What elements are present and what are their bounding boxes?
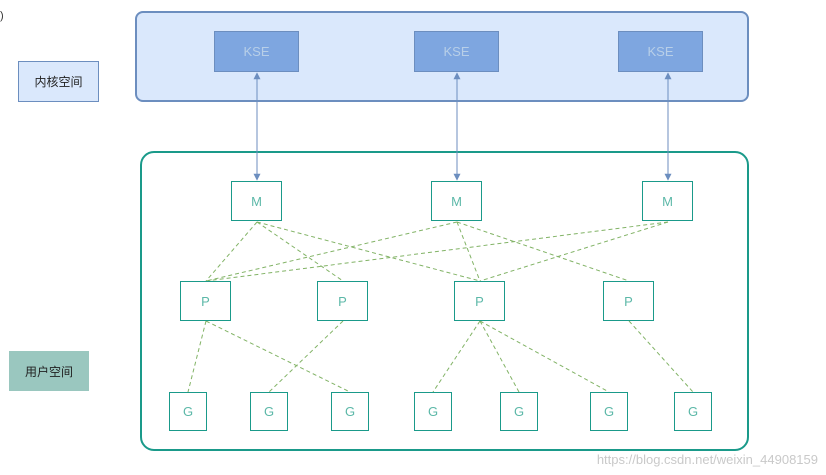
kse-node-1: KSE <box>214 31 299 72</box>
m1-p1-link <box>205 221 258 282</box>
m2-p3-link <box>456 221 481 282</box>
user-space-label: 用户空间 <box>9 351 89 391</box>
kse-node-2: KSE <box>414 31 499 72</box>
g-node-3: G <box>331 392 369 431</box>
p1-g3-link <box>205 320 351 393</box>
p2-g2-link <box>268 320 344 393</box>
p1-g1-link <box>187 320 207 393</box>
g-node-2: G <box>250 392 288 431</box>
g-node-5: G <box>500 392 538 431</box>
m-node-2: M <box>431 181 482 221</box>
p-node-1: P <box>180 281 231 321</box>
m1-p3-link <box>256 221 481 282</box>
m3-p3-link <box>479 221 669 282</box>
corner-mark: ) <box>0 10 4 22</box>
m3-p1-link <box>205 221 669 282</box>
g-node-7: G <box>674 392 712 431</box>
m-node-1: M <box>231 181 282 221</box>
p3-g6-link <box>479 320 610 393</box>
m-node-3: M <box>642 181 693 221</box>
watermark-text: https://blog.csdn.net/weixin_44908159 <box>596 452 818 467</box>
m2-p1-link <box>205 221 458 282</box>
p-node-4: P <box>603 281 654 321</box>
p3-g4-link <box>432 320 481 393</box>
p-node-3: P <box>454 281 505 321</box>
p-node-2: P <box>317 281 368 321</box>
m2-p4-link <box>456 221 630 282</box>
kernel-space-label: 内核空间 <box>18 61 99 102</box>
g-node-1: G <box>169 392 207 431</box>
p4-g7-link <box>628 320 694 393</box>
m1-p2-link <box>256 221 344 282</box>
kse-node-3: KSE <box>618 31 703 72</box>
g-node-6: G <box>590 392 628 431</box>
g-node-4: G <box>414 392 452 431</box>
